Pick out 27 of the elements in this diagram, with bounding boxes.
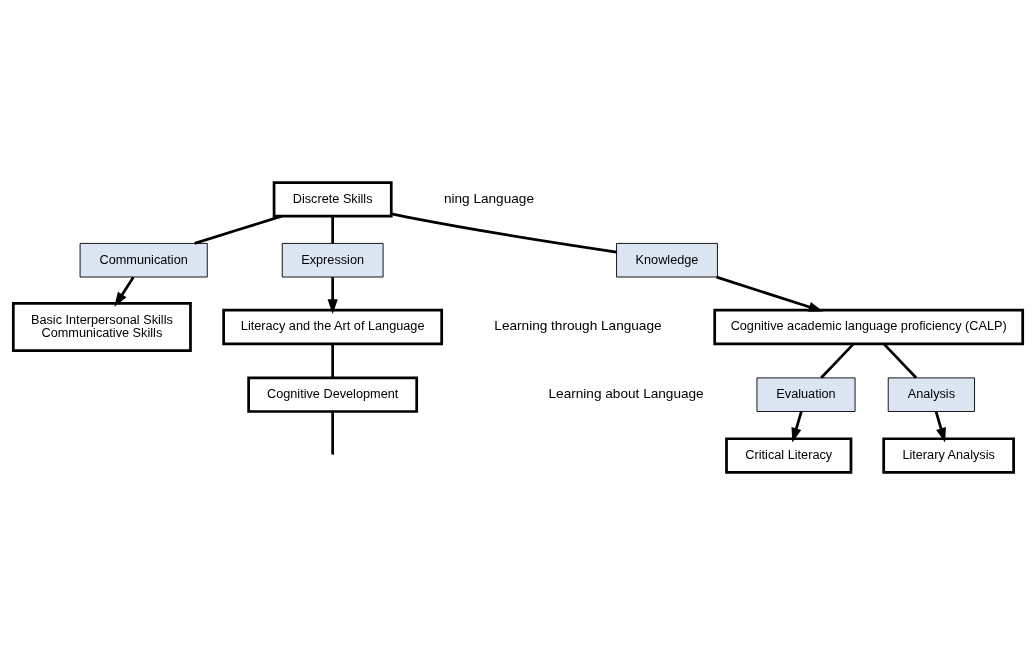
connector: [331, 343, 335, 378]
connector: [331, 215, 335, 243]
node-box: Literacy and the Art of Language: [222, 308, 444, 345]
arrow: [791, 410, 803, 442]
label: Learning about Language: [548, 385, 704, 401]
node-box: Critical Literacy: [725, 436, 853, 474]
arrow: [327, 276, 338, 314]
node-box: Knowledge: [616, 242, 718, 277]
node-box: Analysis: [887, 376, 975, 412]
label: Learning through Language: [494, 317, 662, 333]
node-box: Basic Interpersonal Skills Communicative Skills: [11, 301, 192, 352]
connector: [391, 212, 617, 253]
node-box: Discrete Skills: [272, 180, 393, 218]
node-box: Communication: [79, 242, 208, 277]
node-box: Evaluation: [756, 376, 856, 412]
arrow: [716, 275, 824, 312]
node-box: Literary Analysis: [882, 436, 1015, 474]
connector: [820, 342, 855, 379]
arrow: [934, 410, 946, 442]
arrow: [114, 275, 135, 307]
connector: [882, 342, 918, 379]
label: ning Language: [443, 190, 534, 206]
node-box: Cognitive academic language proficiency (CALP): [713, 308, 1025, 345]
connector: [331, 411, 335, 455]
node-box: Cognitive Development: [247, 376, 419, 413]
node-box: Expression: [281, 242, 384, 277]
connector: [194, 214, 283, 245]
